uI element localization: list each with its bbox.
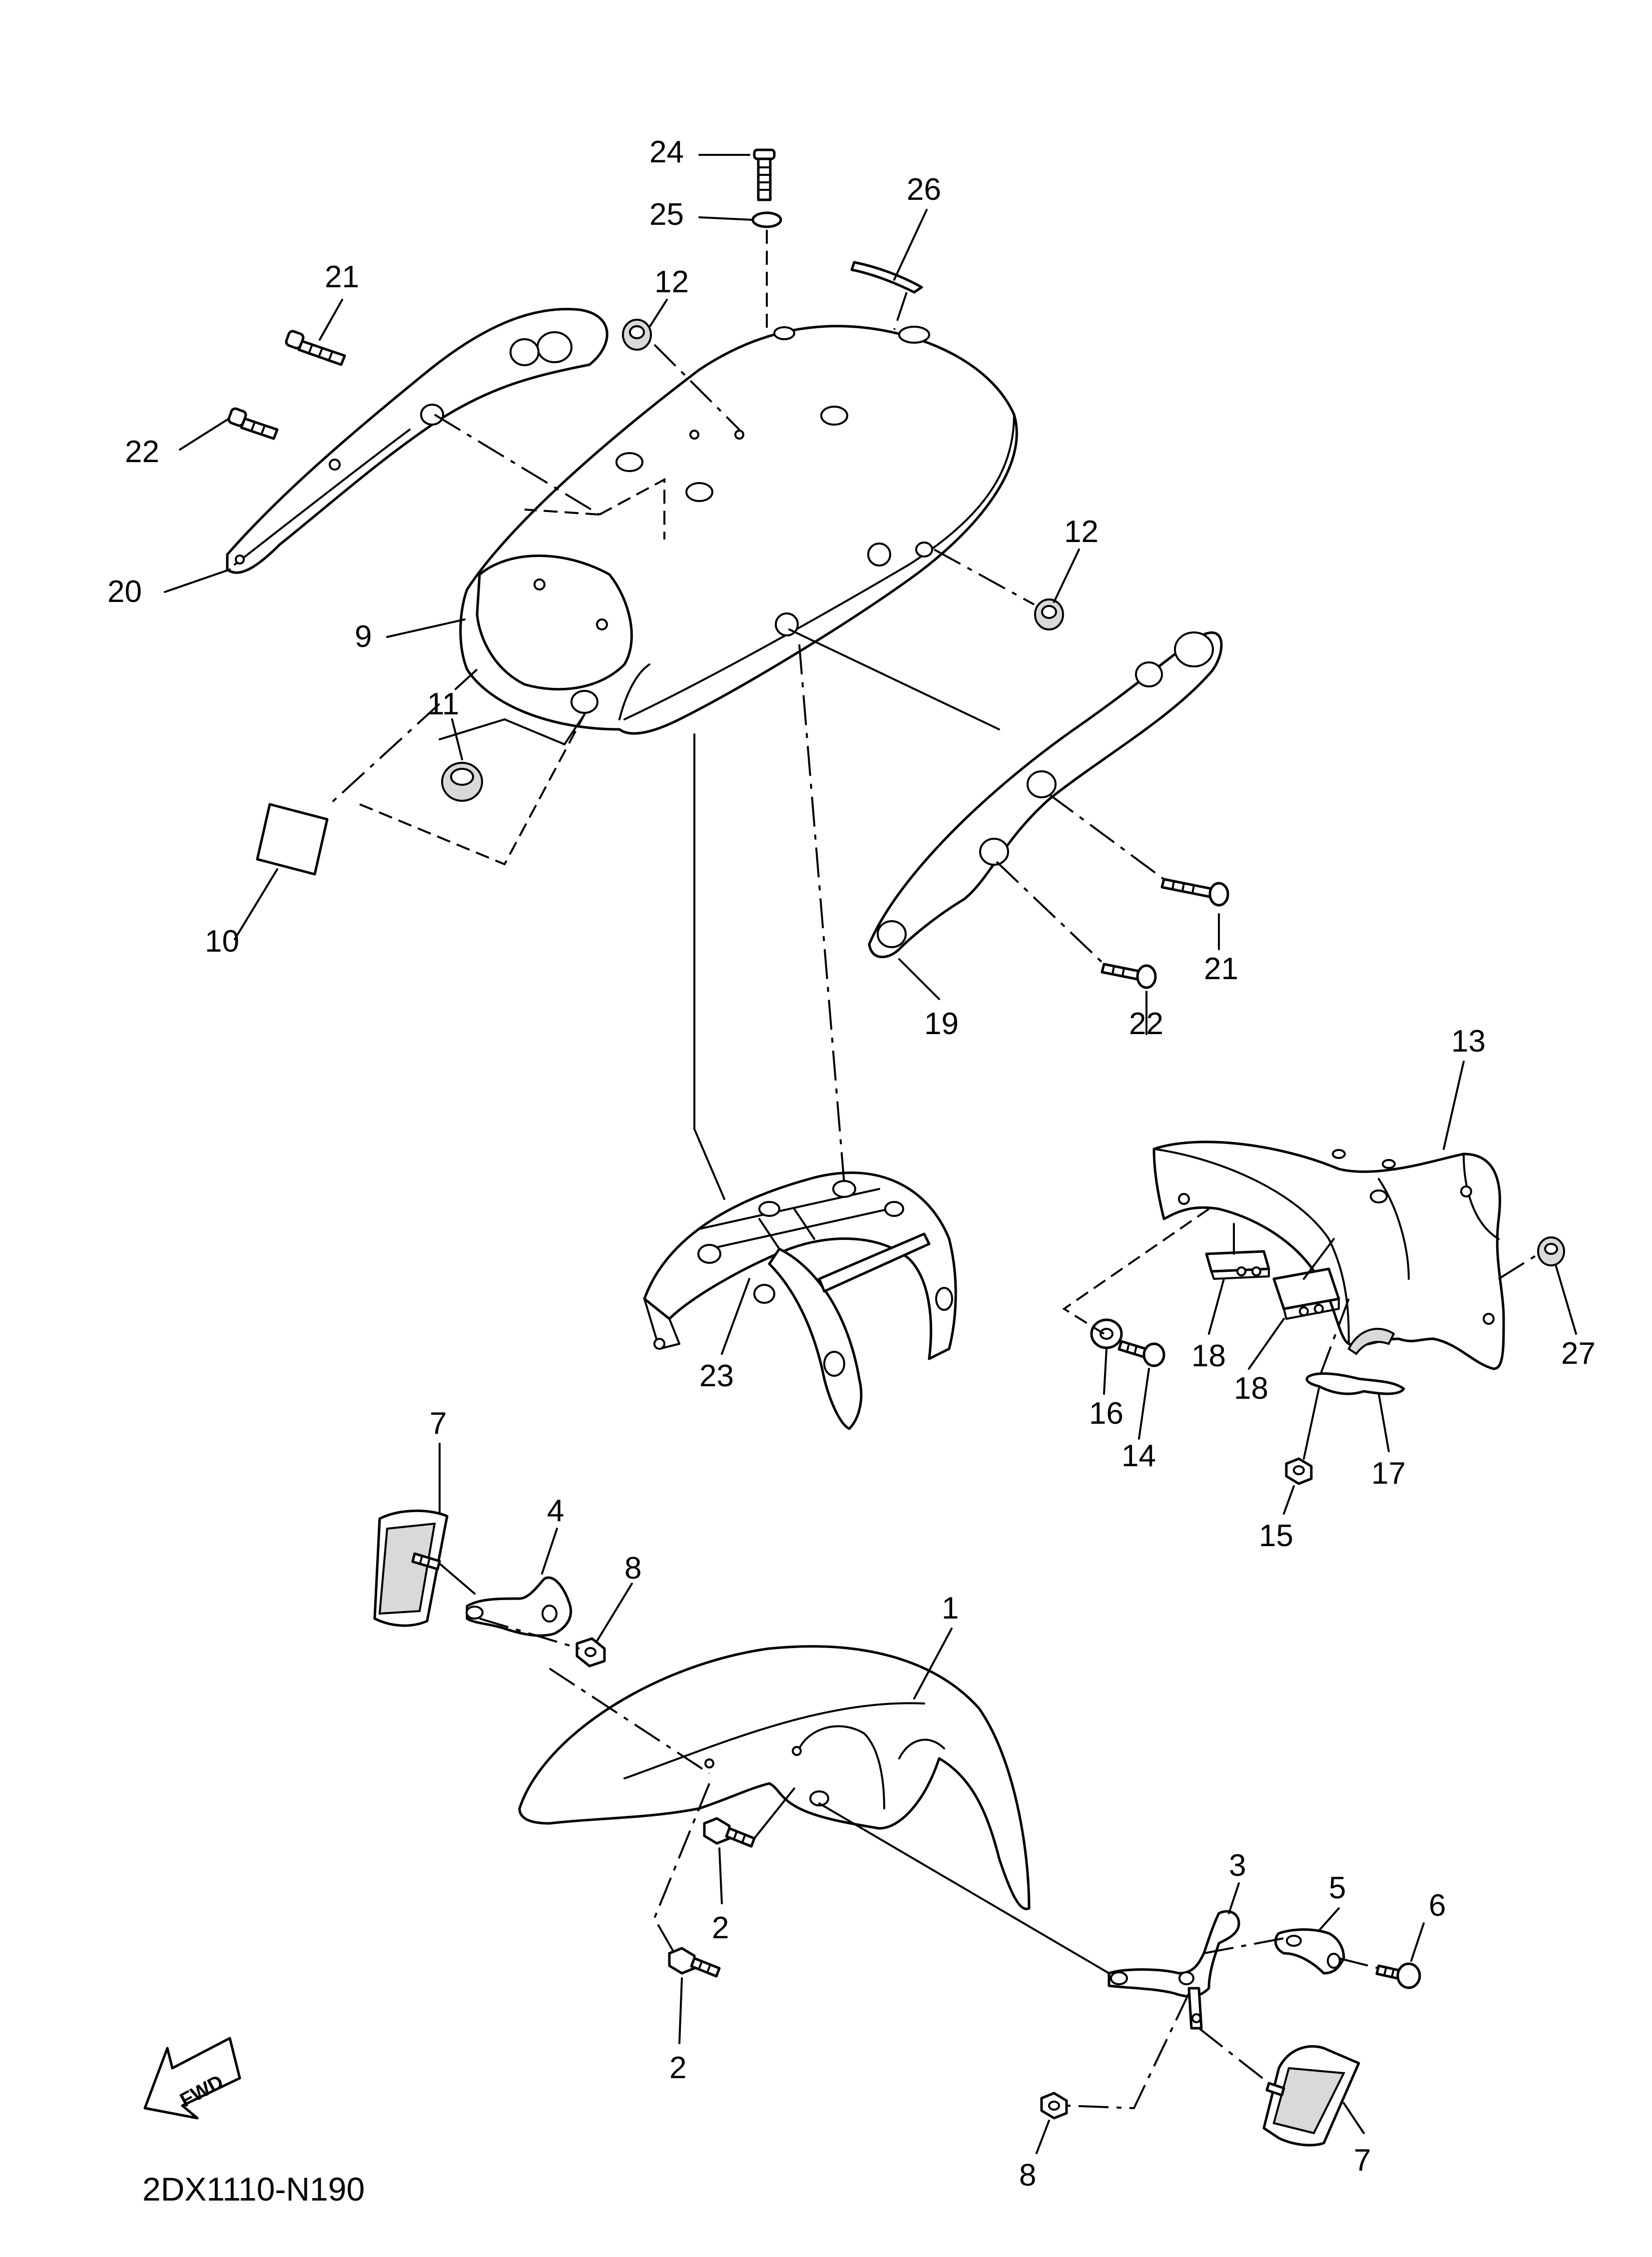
rear-fender <box>459 325 1018 735</box>
callout-8-right: 8 <box>1019 2158 1036 2193</box>
callout-3: 3 <box>1229 1848 1246 1883</box>
reflector-7-left <box>373 1509 449 1627</box>
callout-1: 1 <box>942 1591 959 1626</box>
callout-leaders <box>164 154 1577 2154</box>
callout-16: 16 <box>1089 1396 1123 1431</box>
callout-22-left: 22 <box>125 435 159 469</box>
callout-7-left: 7 <box>430 1406 447 1441</box>
grommet-11 <box>441 762 483 802</box>
inner-fender-13 <box>1152 1140 1505 1370</box>
grommet-27 <box>1537 1236 1565 1266</box>
bolt-22-left <box>227 407 279 440</box>
callout-9: 9 <box>355 619 372 654</box>
grommet-12-top <box>622 319 652 351</box>
fender-bracket-23 <box>643 1171 957 1430</box>
callout-17: 17 <box>1371 1456 1406 1491</box>
callout-27: 27 <box>1561 1336 1596 1371</box>
bolt-22-right <box>1101 963 1157 989</box>
callout-21-right: 21 <box>1204 952 1238 986</box>
bracket-5 <box>1274 1928 1345 1975</box>
callout-20: 20 <box>107 574 142 609</box>
nut-8-left <box>575 1637 606 1668</box>
callout-18-b: 18 <box>1234 1371 1268 1406</box>
callout-22-right: 22 <box>1129 1007 1163 1041</box>
clip-17 <box>1305 1372 1405 1395</box>
bolt-21-left <box>285 330 346 366</box>
callout-12-right: 12 <box>1064 515 1099 549</box>
callout-5: 5 <box>1329 1871 1346 1905</box>
clip-18-a <box>1205 1250 1270 1280</box>
bolt-24 <box>753 148 776 201</box>
bolt-2-lower <box>668 1947 721 1978</box>
bolt-21-right <box>1160 878 1229 907</box>
callout-labels: 24 25 26 21 12 22 20 9 12 11 10 19 21 22… <box>107 135 1596 2193</box>
callout-2-upper: 2 <box>712 1911 729 1945</box>
washer-25 <box>751 211 782 228</box>
callout-11: 11 <box>427 687 459 721</box>
callout-13: 13 <box>1451 1024 1486 1059</box>
clip-18-b <box>1272 1267 1340 1320</box>
callout-10: 10 <box>205 924 239 959</box>
grab-bar-right <box>868 631 1223 959</box>
callout-26: 26 <box>907 172 941 207</box>
grab-bar-left <box>226 308 608 574</box>
callout-7-right: 7 <box>1354 2143 1371 2178</box>
bracket-3 <box>1107 1910 1240 2030</box>
front-fender <box>518 1645 1031 1910</box>
callout-15: 15 <box>1259 1519 1293 1553</box>
bolt-14 <box>1117 1340 1165 1367</box>
sticker-26 <box>850 261 923 294</box>
bracket-4 <box>466 1576 572 1637</box>
callout-25: 25 <box>649 197 684 232</box>
bolt-6 <box>1375 1962 1421 1989</box>
callout-19: 19 <box>924 1007 959 1041</box>
bolt-2-upper <box>703 1817 756 1848</box>
callout-24: 24 <box>649 135 684 169</box>
nut-8-right <box>1040 2092 1068 2120</box>
callout-18-a: 18 <box>1191 1339 1226 1373</box>
reflector-7-right <box>1262 2045 1360 2147</box>
callout-21-left: 21 <box>325 260 359 294</box>
callout-14: 14 <box>1121 1439 1156 1473</box>
callout-2-lower: 2 <box>669 2051 686 2085</box>
assembly-lines <box>329 230 1540 2110</box>
callout-4: 4 <box>547 1494 564 1528</box>
pad-10 <box>256 803 329 876</box>
callout-6: 6 <box>1429 1888 1446 1923</box>
washer-16 <box>1090 1318 1123 1349</box>
callout-23: 23 <box>699 1359 734 1393</box>
callout-12-top: 12 <box>654 265 689 299</box>
grommet-12-right <box>1034 598 1064 630</box>
diagram-code: 2DX1110-N190 <box>142 2171 365 2208</box>
callout-8-left: 8 <box>624 1551 641 1586</box>
fwd-arrow-icon: FWD <box>143 2037 241 2120</box>
nut-15 <box>1285 1457 1313 1485</box>
